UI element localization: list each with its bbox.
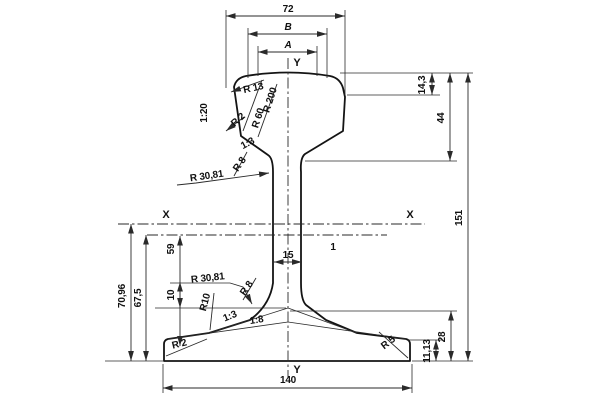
rail-outline (163, 71, 411, 362)
construction-lines (167, 307, 407, 340)
r8-upper-label: R 8 (231, 155, 249, 174)
r30-81-lower-label: R 30,81 (190, 271, 225, 286)
dim-140-label: 140 (280, 375, 297, 386)
section-1-label: 1 (330, 242, 336, 253)
slope-1-3-foot-label: 1:3 (222, 309, 240, 325)
labels: 72 B A Y Y X X 1 R 13 R 200 R 60 R 2 1:2… (117, 4, 465, 386)
r2-foot-label: R 2 (171, 337, 189, 351)
dim-a-label: A (283, 40, 291, 51)
dim-44-label: 44 (436, 112, 447, 123)
axis-x-right-label: X (406, 209, 414, 221)
slope-1-3-head-label: 1:3 (239, 135, 257, 152)
extension-lines (105, 10, 473, 393)
dim-72-label: 72 (283, 4, 294, 15)
dim-151-label: 151 (454, 209, 465, 226)
dim-28-label: 28 (437, 331, 448, 342)
dim-b-label: B (284, 22, 291, 33)
dim-15-label: 15 (283, 250, 294, 261)
axis-y-top-label: Y (293, 57, 301, 69)
slope-1-20-label: 1:20 (199, 103, 210, 123)
slope-1-8-foot-label: 1:8 (249, 314, 265, 327)
dimension-lines (128, 13, 471, 391)
r30-81-upper-label: R 30,81 (189, 169, 224, 185)
dim-10-label: 10 (166, 289, 177, 300)
r10-label: R10 (198, 292, 213, 313)
dim-70-96-label: 70,96 (117, 283, 128, 308)
dim-11-13-label: 11,13 (422, 339, 433, 363)
centerlines (118, 58, 425, 378)
dim-14-3-label: 14,3 (417, 75, 428, 94)
r13-label: R 13 (242, 81, 265, 96)
dim-67-5-label: 67,5 (133, 288, 144, 307)
axis-y-bottom-label: Y (293, 364, 301, 376)
leader-lines (165, 79, 409, 359)
axis-x-left-label: X (162, 209, 170, 221)
dim-59-label: 59 (166, 243, 177, 254)
